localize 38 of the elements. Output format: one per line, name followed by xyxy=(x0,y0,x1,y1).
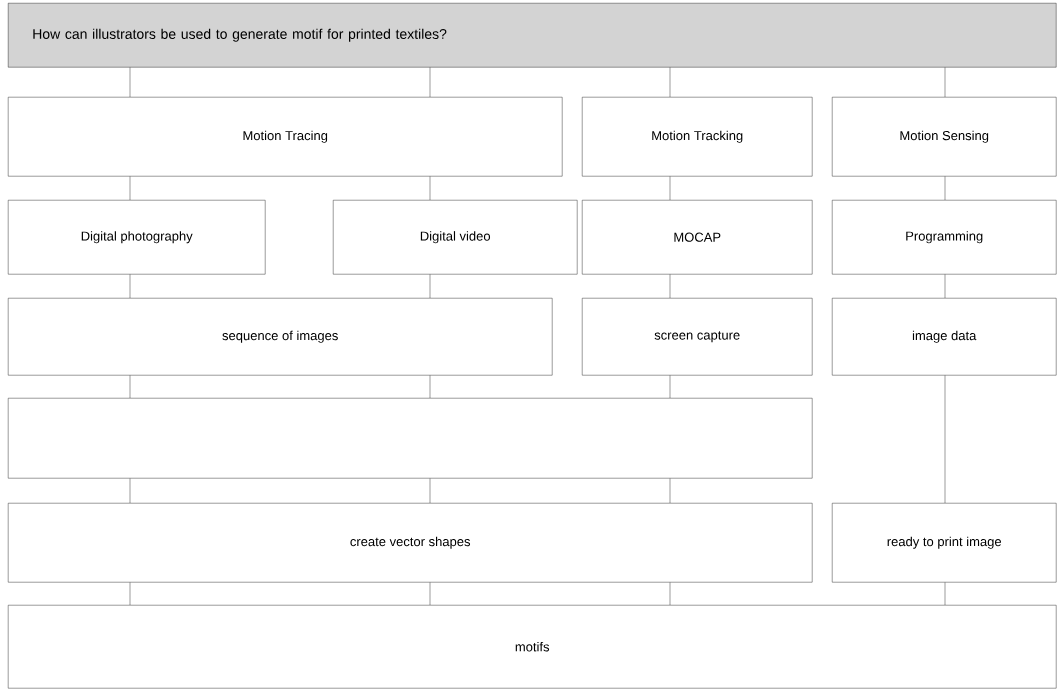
process-box: motifs xyxy=(8,605,1057,689)
connector-line xyxy=(129,274,131,299)
connector-line xyxy=(944,274,946,299)
connector-line xyxy=(669,582,671,606)
process-box: sequence of images xyxy=(8,298,553,376)
process-box xyxy=(8,398,813,479)
connector-line xyxy=(429,67,431,98)
connector-line xyxy=(944,67,946,98)
connector-line xyxy=(129,67,131,98)
process-box: Programming xyxy=(832,200,1057,275)
connector-line xyxy=(669,274,671,299)
process-box: Motion Tracing xyxy=(8,97,563,177)
connector-line xyxy=(429,176,431,201)
connector-line xyxy=(944,375,946,504)
connector-line xyxy=(429,582,431,606)
process-box: image data xyxy=(832,298,1057,376)
process-box: Digital video xyxy=(333,200,578,275)
connector-line xyxy=(429,375,431,399)
connector-line xyxy=(944,582,946,606)
connector-line xyxy=(669,478,671,504)
connector-line xyxy=(129,176,131,201)
process-box: ready to print image xyxy=(832,503,1057,583)
process-box: Digital photography xyxy=(8,200,266,275)
connector-line xyxy=(669,375,671,399)
process-box: MOCAP xyxy=(582,200,813,275)
connector-line xyxy=(129,478,131,504)
connector-line xyxy=(429,478,431,504)
process-box: create vector shapes xyxy=(8,503,813,583)
process-box: Motion Tracking xyxy=(582,97,813,177)
connector-line xyxy=(944,176,946,201)
process-box: screen capture xyxy=(582,298,813,376)
connector-line xyxy=(669,176,671,201)
title-box: How can illustrators be used to generate motif for printed textiles? xyxy=(8,3,1057,68)
connector-line xyxy=(129,582,131,606)
connector-line xyxy=(429,274,431,299)
connector-line xyxy=(129,375,131,399)
process-box: Motion Sensing xyxy=(832,97,1057,177)
connector-line xyxy=(669,67,671,98)
